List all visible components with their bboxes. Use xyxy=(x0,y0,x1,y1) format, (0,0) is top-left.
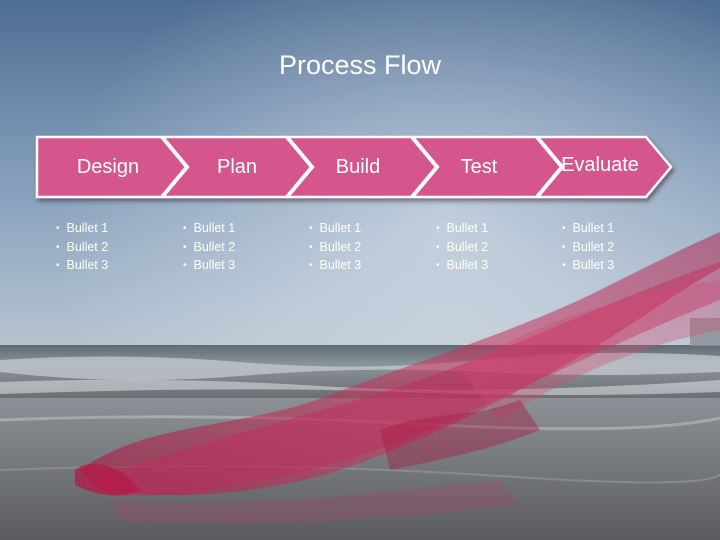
bullet-item: Bullet 2 xyxy=(309,239,362,258)
step-label-design: Design xyxy=(76,156,140,178)
bullet-list-design: Bullet 1 Bullet 2 Bullet 3 xyxy=(56,220,109,276)
bullet-item: Bullet 3 xyxy=(56,257,109,276)
bullet-item: Bullet 3 xyxy=(562,257,615,276)
bullet-item: Bullet 3 xyxy=(436,257,489,276)
step-label-test: Test xyxy=(460,156,498,178)
chevron-build xyxy=(285,135,438,199)
bullet-item: Bullet 2 xyxy=(436,239,489,258)
chevron-evaluate xyxy=(535,135,673,199)
bullet-item: Bullet 1 xyxy=(562,220,615,239)
chevron-design xyxy=(35,135,188,199)
bullet-item: Bullet 2 xyxy=(183,239,236,258)
bullet-item: Bullet 2 xyxy=(562,239,615,258)
bullet-item: Bullet 1 xyxy=(183,220,236,239)
bullet-list-build: Bullet 1 Bullet 2 Bullet 3 xyxy=(309,220,362,276)
step-label-build: Build xyxy=(335,156,381,178)
bullet-list-plan: Bullet 1 Bullet 2 Bullet 3 xyxy=(183,220,236,276)
bullet-item: Bullet 1 xyxy=(436,220,489,239)
chevron-test xyxy=(410,135,563,199)
step-label-plan: Plan xyxy=(216,156,258,178)
bullet-item: Bullet 3 xyxy=(183,257,236,276)
bullet-item: Bullet 1 xyxy=(56,220,109,239)
bullet-item: Bullet 3 xyxy=(309,257,362,276)
slide-title: Process Flow xyxy=(278,50,442,80)
bullet-list-test: Bullet 1 Bullet 2 Bullet 3 xyxy=(436,220,489,276)
chevron-plan xyxy=(160,135,313,199)
bullet-list-evaluate: Bullet 1 Bullet 2 Bullet 3 xyxy=(562,220,615,276)
step-label-evaluate: Evaluate xyxy=(561,154,639,176)
bullet-item: Bullet 1 xyxy=(309,220,362,239)
bullet-item: Bullet 2 xyxy=(56,239,109,258)
